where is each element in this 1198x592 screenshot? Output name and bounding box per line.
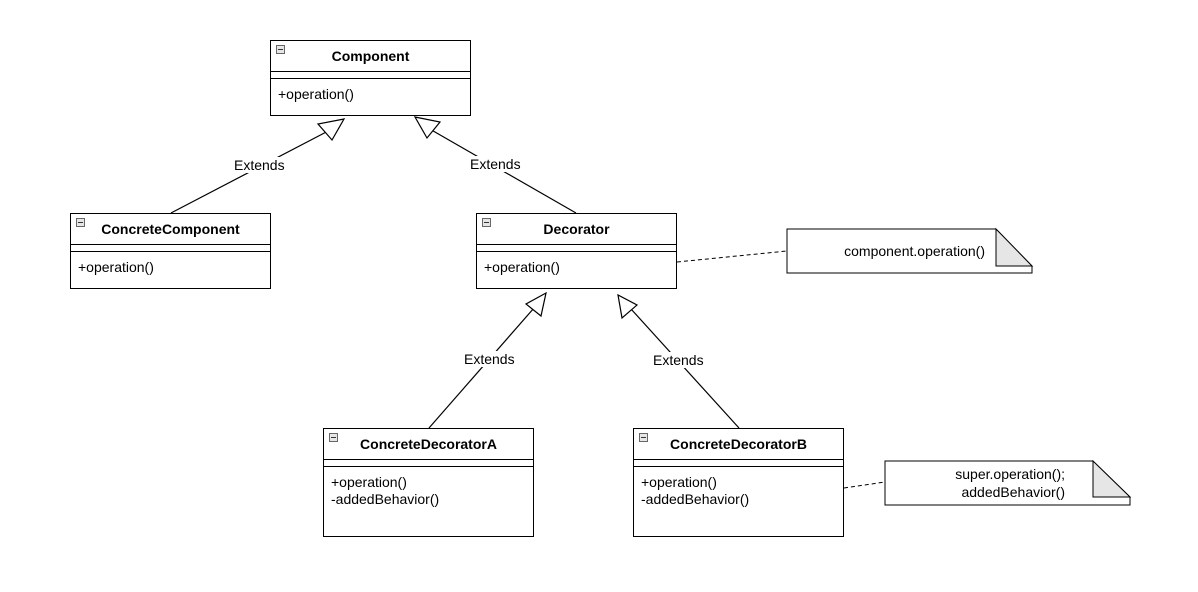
class-name: Component bbox=[331, 48, 410, 64]
class-header: Component bbox=[271, 41, 470, 72]
collapse-icon[interactable] bbox=[76, 218, 85, 227]
class-header: ConcreteDecoratorA bbox=[324, 429, 533, 460]
edge-label-extends: Extends bbox=[463, 351, 516, 367]
class-component[interactable]: Component +operation() bbox=[270, 40, 471, 116]
note-line: component.operation() bbox=[844, 243, 985, 259]
inheritance-arrowhead-icon bbox=[617, 293, 639, 320]
note-concretedecoratorb[interactable]: super.operation(); addedBehavior() bbox=[895, 465, 1065, 501]
operation-item: +operation() bbox=[641, 474, 717, 490]
class-header: Decorator bbox=[477, 214, 676, 245]
class-decorator[interactable]: Decorator +operation() bbox=[476, 213, 677, 289]
edge-concretedecoratorb-to-decorator bbox=[617, 293, 740, 429]
collapse-icon[interactable] bbox=[329, 433, 338, 442]
class-header: ConcreteDecoratorB bbox=[634, 429, 843, 460]
inheritance-arrowhead-icon bbox=[413, 116, 442, 140]
note-connector-concretedecoratorb bbox=[843, 481, 886, 489]
note-fold-icon bbox=[1092, 459, 1132, 498]
attributes-compartment bbox=[71, 245, 270, 252]
class-name: ConcreteDecoratorB bbox=[670, 436, 807, 452]
note-fold-icon bbox=[995, 227, 1034, 267]
note-line: addedBehavior() bbox=[961, 484, 1065, 500]
note-decorator[interactable]: component.operation() bbox=[800, 242, 985, 260]
class-concrete-decorator-b[interactable]: ConcreteDecoratorB +operation() -addedBe… bbox=[633, 428, 844, 537]
note-concretedecoratorb-shape bbox=[884, 459, 1132, 506]
operation-item: +operation() bbox=[278, 86, 354, 102]
inheritance-arrowhead-icon bbox=[316, 118, 346, 142]
operations-compartment: +operation() bbox=[477, 252, 676, 276]
operation-item: +operation() bbox=[78, 259, 154, 275]
class-concrete-component[interactable]: ConcreteComponent +operation() bbox=[70, 213, 271, 289]
attributes-compartment bbox=[477, 245, 676, 252]
class-name: ConcreteDecoratorA bbox=[360, 436, 497, 452]
operations-compartment: +operation() bbox=[271, 79, 470, 103]
collapse-icon[interactable] bbox=[639, 433, 648, 442]
collapse-icon[interactable] bbox=[482, 218, 491, 227]
collapse-icon[interactable] bbox=[276, 45, 285, 54]
edge-concretedecoratora-to-decorator bbox=[428, 291, 547, 429]
inheritance-arrowhead-icon bbox=[524, 291, 547, 318]
operations-compartment: +operation() -addedBehavior() bbox=[324, 467, 533, 508]
class-concrete-decorator-a[interactable]: ConcreteDecoratorA +operation() -addedBe… bbox=[323, 428, 534, 537]
edge-label-extends: Extends bbox=[469, 156, 522, 172]
note-decorator-shape bbox=[786, 227, 1034, 274]
operation-item: -addedBehavior() bbox=[641, 491, 750, 507]
attributes-compartment bbox=[634, 460, 843, 467]
attributes-compartment bbox=[271, 72, 470, 79]
class-name: ConcreteComponent bbox=[101, 221, 240, 237]
note-line: super.operation(); bbox=[955, 466, 1065, 482]
attributes-compartment bbox=[324, 460, 533, 467]
operations-compartment: +operation() bbox=[71, 252, 270, 276]
class-header: ConcreteComponent bbox=[71, 214, 270, 245]
edge-label-extends: Extends bbox=[652, 352, 705, 368]
operation-item: -addedBehavior() bbox=[331, 491, 440, 507]
edge-label-extends: Extends bbox=[233, 157, 286, 173]
operations-compartment: +operation() -addedBehavior() bbox=[634, 467, 843, 508]
note-connector-decorator bbox=[676, 250, 788, 263]
operation-item: +operation() bbox=[484, 259, 560, 275]
operation-item: +operation() bbox=[331, 474, 407, 490]
class-name: Decorator bbox=[543, 221, 610, 237]
